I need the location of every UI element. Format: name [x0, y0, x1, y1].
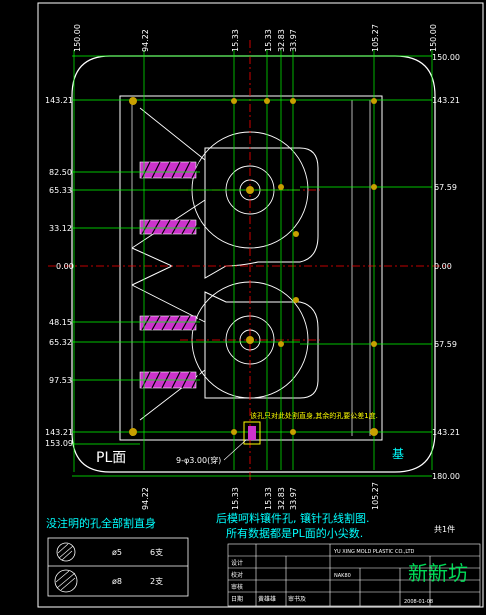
bottom-dim-5: 105.27: [371, 482, 380, 510]
bottom-dimensions: 94.22 15.33 15.33 32.83 33.97 105.27: [141, 482, 380, 510]
holes: [129, 97, 378, 436]
row-label-1: 校对: [231, 571, 243, 579]
watermark: 新新坊: [408, 561, 468, 585]
left-dim-4: 0.00: [56, 262, 74, 271]
top-dim-4: 32.83: [277, 29, 286, 52]
callout-leader: [223, 439, 247, 461]
left-dim-9: 153.09: [45, 439, 73, 448]
top-dim-2: 15.33: [231, 29, 240, 52]
top-dimensions: 150.00 94.22 15.33 15.33 32.83 33.97 105…: [73, 24, 438, 52]
inner-note: 该孔只对此处割直身,其余的孔要公差1度.: [250, 411, 378, 420]
quantity-label: 共1件: [434, 524, 455, 534]
top-dim-7: 150.00: [429, 24, 438, 52]
bottom-dim-1: 15.33: [231, 487, 240, 510]
bottom-dim-0: 94.22: [141, 487, 150, 510]
checker: 黄雄雄: [258, 595, 276, 603]
right-dim-4: 67.59: [434, 340, 457, 349]
bottom-dim-3: 32.83: [277, 487, 286, 510]
row-label-0: 设计: [231, 559, 243, 567]
row-label-3: 日期: [231, 595, 243, 603]
cavity-shape-lower: [204, 291, 319, 399]
right-dim-2: 67.59: [434, 183, 457, 192]
top-dim-0: 150.00: [73, 24, 82, 52]
note-wire-cut: 后模呵料镶件孔, 镶针孔线割图.: [216, 511, 370, 525]
top-dim-6: 105.27: [371, 24, 380, 52]
top-dim-1: 94.22: [141, 29, 150, 52]
left-dim-7: 97.53: [49, 376, 72, 385]
note-pl-data: 所有数据都是PL面的小尖数.: [226, 526, 363, 540]
plate-outline: [71, 55, 436, 473]
right-dim-0: 150.00: [432, 53, 460, 62]
left-dim-2: 65.33: [49, 186, 72, 195]
cavity-shape: [204, 147, 319, 279]
centerlines: [48, 40, 450, 480]
right-dimensions: 150.00 143.21 67.59 0.00 67.59 143.21 18…: [432, 53, 460, 481]
marked-insert-fill: [248, 426, 256, 440]
title-block: [227, 543, 481, 607]
material: NAK80: [334, 573, 351, 579]
date: 2008-01-08: [404, 599, 433, 605]
row-label-2: 审核: [231, 583, 243, 591]
legend-1-count: 2支: [150, 576, 163, 586]
face-label: PL面: [96, 450, 126, 466]
company-name: YU XING MOLD PLASTIC CO.,LTD: [333, 549, 415, 555]
left-dim-0: 143.21: [45, 96, 73, 105]
slider-web: [131, 107, 206, 421]
hole-callout: 9-φ3.00(穿): [176, 455, 221, 465]
insert-outline: [119, 95, 383, 441]
bottom-dim-4: 33.97: [289, 487, 298, 510]
top-dim-5: 33.97: [289, 29, 298, 52]
left-dim-8: 143.21: [45, 428, 73, 437]
left-dim-6: 65.32: [49, 338, 72, 347]
left-dim-1: 82.50: [49, 168, 72, 177]
left-dim-5: 48.15: [49, 318, 72, 327]
right-dim-6: 180.00: [432, 472, 460, 481]
marked-insert: [243, 421, 261, 445]
hole-legend: ø5 6支 ø8 2支: [47, 537, 189, 597]
note-straight-cut: 没注明的孔全部割直身: [46, 516, 156, 530]
v-notch: [131, 247, 174, 286]
base-label: 基: [392, 447, 404, 461]
right-dim-5: 143.21: [432, 428, 460, 437]
legend-0-count: 6支: [150, 547, 163, 557]
legend-1-label: ø8: [112, 577, 122, 586]
left-dimensions: 143.21 82.50 65.33 33.12 0.00 48.15 65.3…: [45, 96, 74, 448]
approver: 审书及: [288, 595, 306, 603]
right-dim-3: 0.00: [434, 262, 452, 271]
bottom-dim-2: 15.33: [264, 487, 273, 510]
right-dim-1: 143.21: [432, 96, 460, 105]
legend-0-label: ø5: [112, 548, 122, 557]
drawing-frame: [37, 2, 484, 608]
top-dim-3: 15.33: [264, 29, 273, 52]
hatched-slots: [139, 161, 201, 389]
left-dim-3: 33.12: [49, 224, 72, 233]
